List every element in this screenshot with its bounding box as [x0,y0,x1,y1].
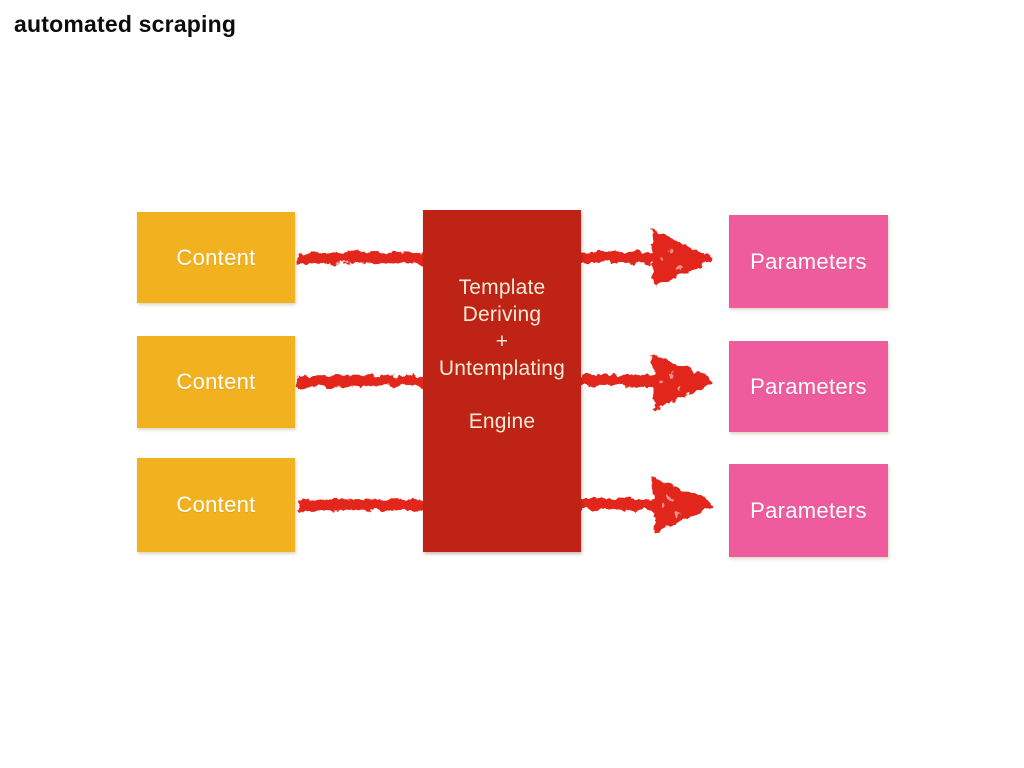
page-title: automated scraping [14,11,237,37]
content-box-label: Content [176,369,256,394]
engine-line-2: Deriving [462,303,542,326]
content-box-1: Content [137,212,295,303]
engine-line-3: + [495,330,509,353]
parameters-box-2: Parameters [729,341,888,432]
parameters-box-3: Parameters [729,464,888,557]
parameters-box-label: Parameters [750,497,867,523]
parameters-box-1: Parameters [729,215,888,308]
parameters-box-label: Parameters [750,373,867,399]
content-box-label: Content [176,492,256,517]
parameters-box-label: Parameters [750,248,867,274]
content-box-label: Content [176,244,256,270]
engine-label: Template Deriving + Untemplating Engine [423,210,581,435]
engine-box: Template Deriving + Untemplating Engine [423,210,581,552]
engine-name: Engine [468,410,536,433]
content-box-3: Content [137,458,295,552]
engine-line-1: Template [458,276,546,299]
engine-line-4: Untemplating [438,357,566,380]
content-box-2: Content [137,336,295,428]
